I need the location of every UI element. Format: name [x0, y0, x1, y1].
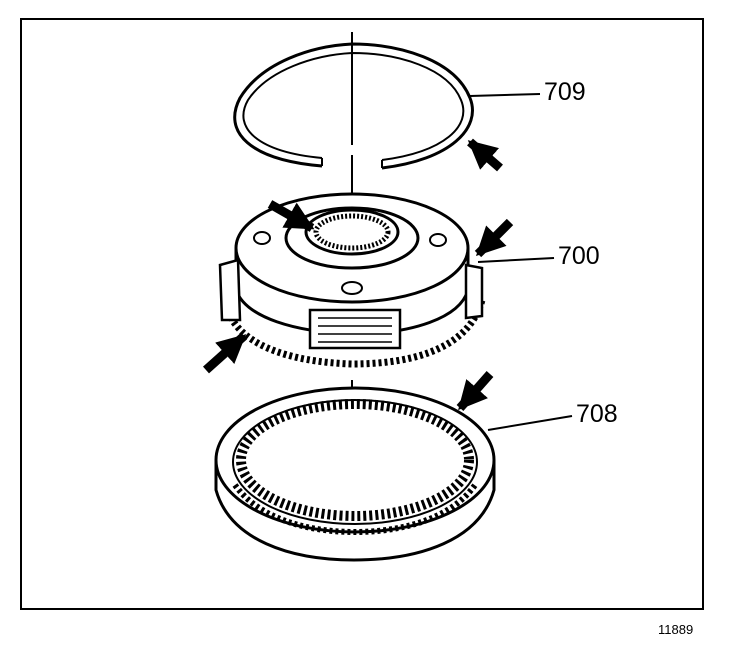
planetary-carrier — [218, 192, 486, 368]
diagram-frame — [20, 18, 704, 610]
arrow-icon — [202, 138, 514, 411]
snap-ring — [233, 42, 474, 170]
leader-lines — [469, 93, 573, 431]
figure-number: 11889 — [658, 622, 694, 637]
callout-708: 708 — [576, 400, 618, 428]
callout-700: 700 — [558, 242, 600, 270]
callout-709: 709 — [544, 78, 586, 106]
ring-gear — [214, 386, 496, 562]
